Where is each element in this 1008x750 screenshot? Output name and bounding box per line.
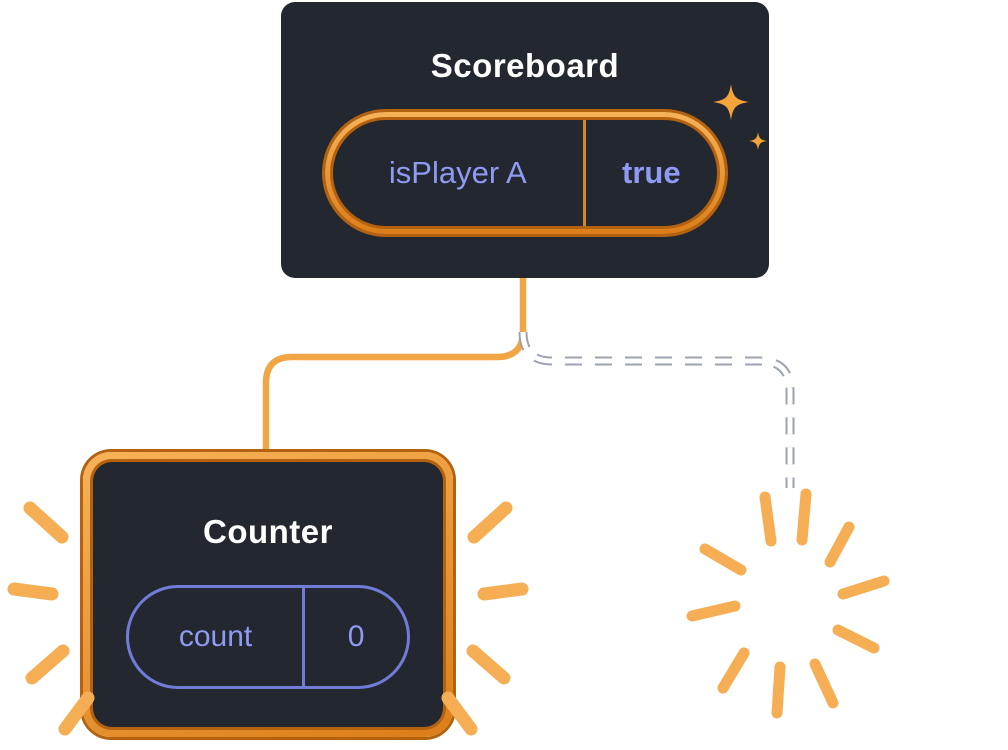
parent-child-connector-line [262,274,527,464]
state-pill: count 0 [126,585,410,689]
counter-title: Counter [203,513,333,550]
prop-value: true [622,155,681,190]
scoreboard-component-box: Scoreboard isPlayer A true [281,2,769,278]
prop-pill-divider [582,120,586,226]
counter-component-box: Counter count 0 [83,452,453,737]
prop-pill: isPlayer A true [325,112,725,234]
removed-child-connector-line [518,331,795,488]
state-name: count [178,620,253,653]
scoreboard-title: Scoreboard [430,47,620,84]
poof-burst-icon [686,488,890,719]
counter-component-inner: Counter count 0 [93,462,443,727]
emphasis-rays-right-icon [441,501,529,736]
emphasis-rays-left-icon [7,501,95,736]
prop-name: isPlayer A [388,155,527,190]
state-value: 0 [347,620,365,653]
state-pill-divider [302,588,306,686]
prop-pill-inner: isPlayer A true [333,120,717,226]
